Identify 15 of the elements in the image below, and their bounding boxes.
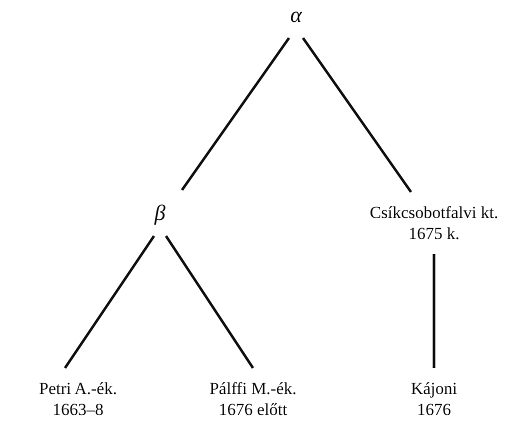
node-symbol: β <box>154 200 166 226</box>
node-date: 1663–8 <box>52 399 104 420</box>
node-date: 1676 előtt <box>218 399 288 420</box>
node-symbol: α <box>290 2 302 28</box>
node-name: Pálffi M.-ék. <box>209 378 297 399</box>
tree-line <box>180 37 290 191</box>
tree-line <box>302 37 412 193</box>
tree-line <box>64 235 156 369</box>
node-date: 1675 k. <box>408 223 460 244</box>
node-name: Csíkcsobotfalvi kt. <box>370 202 498 223</box>
node-name: Petri A.-ék. <box>39 378 117 399</box>
node-date: 1676 <box>417 399 451 420</box>
tree-line <box>164 235 254 369</box>
node-name: Kájoni <box>410 378 458 399</box>
tree-line <box>432 254 436 368</box>
